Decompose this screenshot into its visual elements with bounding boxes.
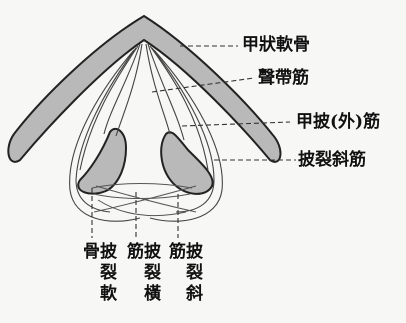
label-thyroarytenoid-external: 甲披(外)筋 [296, 112, 381, 132]
label-arytenoid-cartilage: 披裂軟骨 [79, 242, 116, 305]
label-oblique-arytenoid: 披裂斜筋 [165, 242, 202, 305]
label-transverse-arytenoid: 披裂橫筋 [123, 242, 160, 305]
label-vocal-muscle: 聲帶筋 [258, 68, 309, 88]
leader-lines [91, 45, 296, 238]
label-arytenoid-oblique-right: 披裂斜筋 [298, 150, 366, 170]
label-thyroid-cartilage: 甲狀軟骨 [242, 35, 310, 55]
arytenoid-muscles [91, 183, 197, 217]
vocal-muscle-fibers [69, 43, 223, 222]
thyroid-cartilage-shape [7, 14, 282, 163]
right-arytenoid-cartilage-shape [160, 131, 214, 195]
